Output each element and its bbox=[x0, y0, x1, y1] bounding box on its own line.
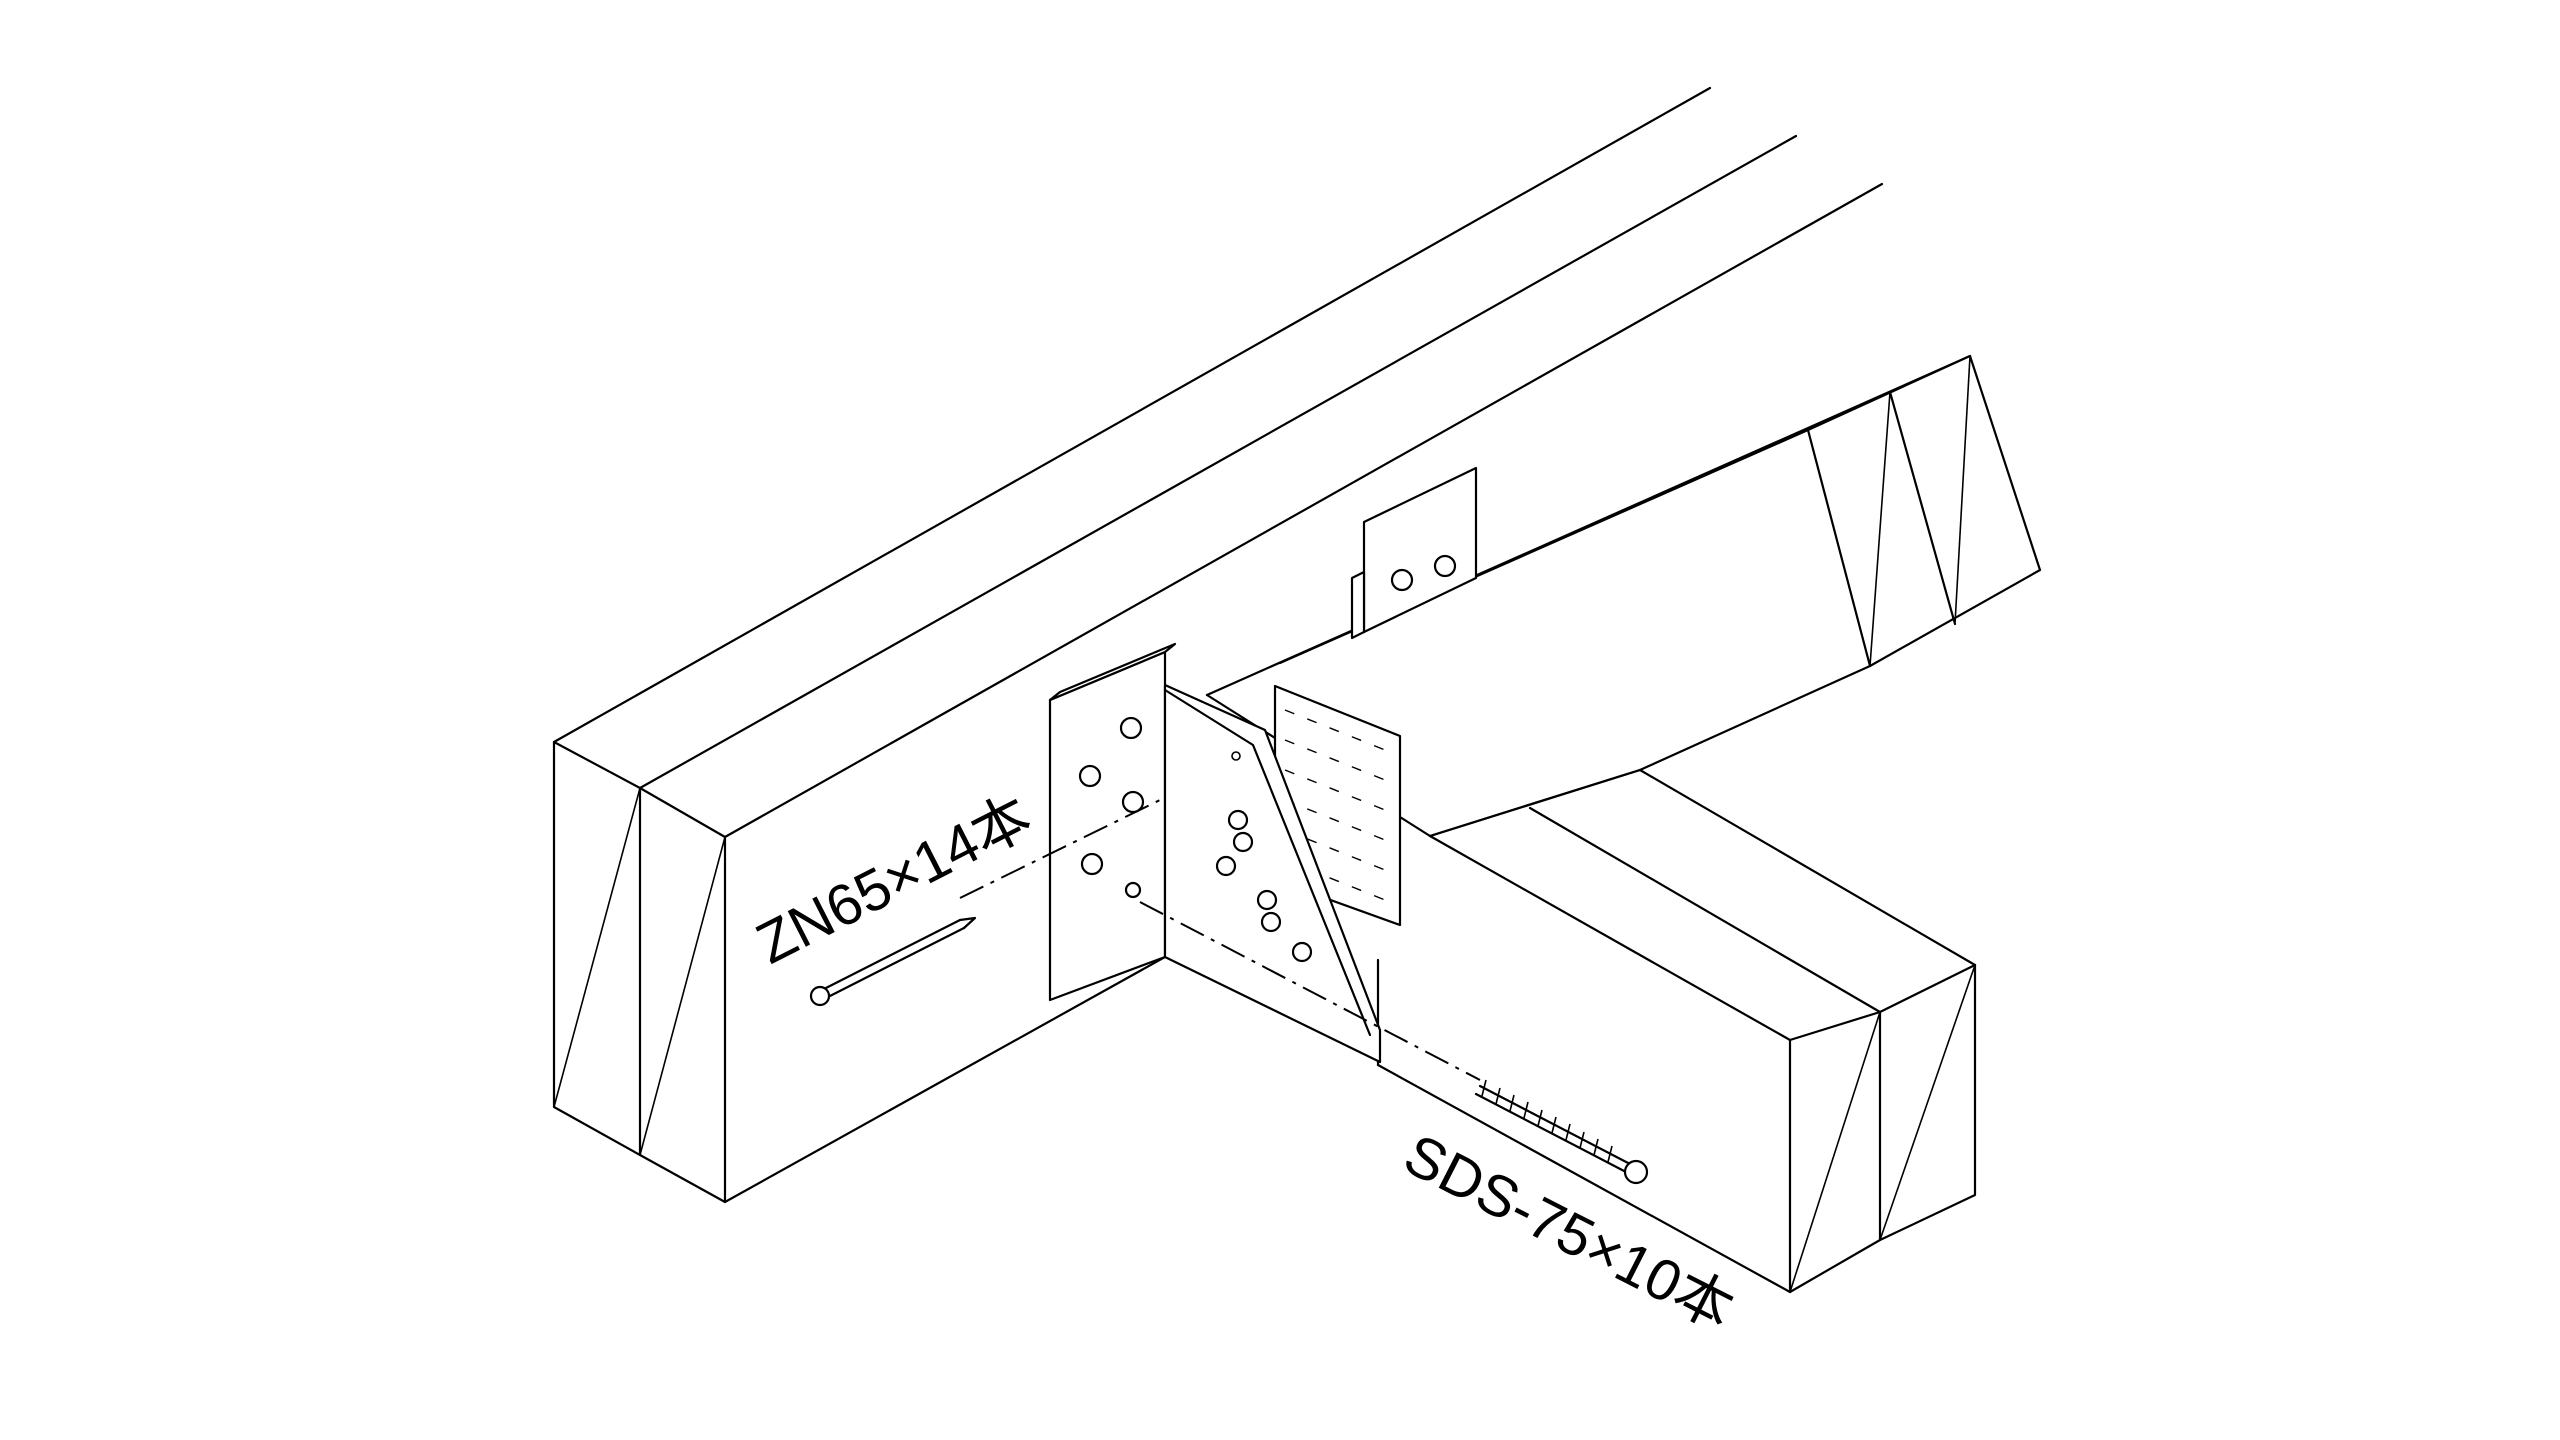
nail-fastener bbox=[809, 799, 1161, 1007]
lower-beam bbox=[1376, 768, 1977, 1294]
far-bracket bbox=[1350, 466, 1478, 640]
screw-fastener bbox=[1139, 901, 1649, 1185]
steel-hanger bbox=[1048, 642, 1382, 1064]
secondary-beam bbox=[1205, 354, 2042, 838]
nail-label: ZN65×14本 bbox=[746, 783, 1041, 976]
main-beam bbox=[552, 86, 1884, 1204]
screw-label: SDS-75×10本 bbox=[1394, 1122, 1744, 1343]
